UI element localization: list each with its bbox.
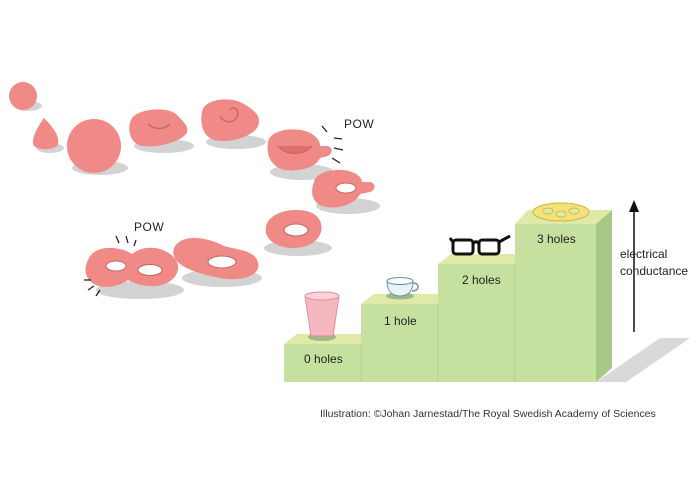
step-label-1: 1 hole [384, 314, 417, 328]
blob-handle [267, 129, 334, 180]
step-1 [361, 294, 451, 382]
step-label-3: 3 holes [537, 232, 576, 246]
blob-sphere [9, 82, 42, 111]
blob-torus-forming [312, 169, 380, 214]
mug-icon [386, 277, 419, 300]
axis-label-line-2: conductance [620, 264, 689, 278]
shape-sequence [9, 82, 380, 299]
pretzel-icon [532, 202, 590, 222]
illustration-credit: Illustration: ©Johan Jarnestad/The Royal… [320, 408, 656, 420]
blob-double-torus [85, 247, 184, 299]
pow-label-2: POW [134, 220, 165, 234]
cup-icon [304, 291, 340, 341]
step-label-0: 0 holes [304, 352, 343, 366]
stair-shadow [596, 338, 690, 382]
blob-torus [264, 210, 332, 256]
blob-dimple [129, 109, 194, 153]
conductance-axis-label: electrical conductance [620, 246, 688, 280]
blob-round [67, 119, 128, 175]
glasses-icon [448, 234, 511, 256]
pow-burst-1 [321, 125, 344, 164]
step-0 [284, 334, 374, 382]
blob-teardrop [32, 118, 64, 153]
step-2 [438, 254, 528, 382]
step-label-2: 2 holes [462, 273, 501, 287]
conductance-arrow [629, 200, 639, 332]
stair-side [596, 210, 612, 382]
blob-elongated-torus [173, 237, 262, 287]
blob-curl [201, 99, 266, 149]
staircase [284, 202, 690, 382]
pow-burst-2 [84, 235, 137, 297]
axis-label-line-1: electrical [620, 247, 668, 261]
pow-label-1: POW [344, 117, 375, 131]
